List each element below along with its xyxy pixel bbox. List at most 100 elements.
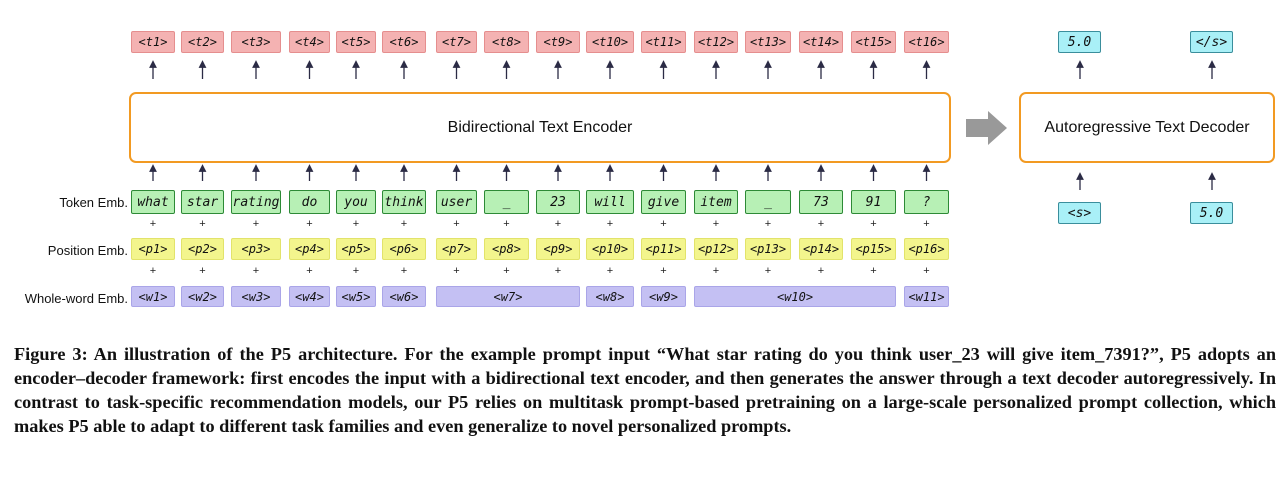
- position-embedding: <p5>: [336, 238, 376, 260]
- output-token: <t11>: [641, 31, 686, 53]
- token-emb-label: Token Emb.: [59, 195, 128, 210]
- position-embedding: <p15>: [851, 238, 896, 260]
- whole-word-embedding: <w5>: [336, 286, 376, 307]
- plus-sign: +: [923, 265, 930, 277]
- token-embedding: what: [131, 190, 175, 214]
- plus-sign: +: [352, 218, 360, 230]
- figure-caption: Figure 3: An illustration of the P5 arch…: [14, 344, 1276, 436]
- encoder-to-decoder-arrow: [966, 111, 1007, 145]
- position-embedding: <p8>: [484, 238, 529, 260]
- plus-sign: +: [199, 265, 206, 277]
- encoder-label: Bidirectional Text Encoder: [447, 118, 633, 136]
- whole-word-emb-label: Whole-word Emb.: [24, 291, 128, 306]
- whole-word-embedding: <w10>: [694, 286, 896, 307]
- token-embedding: user: [436, 190, 477, 214]
- decoder-label: Autoregressive Text Decoder: [1044, 118, 1250, 136]
- position-embedding: <p16>: [904, 238, 949, 260]
- output-token: <t4>: [289, 31, 330, 53]
- plus-sign: +: [923, 218, 930, 230]
- token-embedding: 91: [851, 190, 896, 214]
- plus-sign: +: [306, 218, 313, 230]
- position-emb-label: Position Emb.: [47, 243, 128, 258]
- output-token: <t15>: [851, 31, 896, 53]
- plus-sign: +: [764, 218, 772, 230]
- whole-word-embedding: <w7>: [436, 286, 580, 307]
- position-embedding: <p6>: [382, 238, 426, 260]
- plus-sign: +: [554, 265, 562, 277]
- output-token: <t9>: [536, 31, 580, 53]
- decoder-output-token: 5.0: [1058, 31, 1101, 53]
- token-embedding: do: [289, 190, 330, 214]
- output-token: <t13>: [745, 31, 791, 53]
- token-embedding: item: [694, 190, 738, 214]
- token-embedding: _: [745, 190, 791, 214]
- output-token: <t2>: [181, 31, 224, 53]
- position-embedding: <p3>: [231, 238, 281, 260]
- output-token: <t12>: [694, 31, 738, 53]
- token-embedding: rating: [231, 190, 281, 214]
- position-embedding: <p13>: [745, 238, 791, 260]
- output-token: <t5>: [336, 31, 376, 53]
- plus-sign: +: [712, 265, 720, 277]
- position-embedding: <p9>: [536, 238, 580, 260]
- token-embedding: ?: [904, 190, 949, 214]
- plus-sign: +: [453, 265, 460, 277]
- whole-word-embedding: <w1>: [131, 286, 175, 307]
- whole-word-embedding: <w8>: [586, 286, 634, 307]
- whole-word-embedding: <w11>: [904, 286, 949, 307]
- plus-sign: +: [252, 218, 260, 230]
- p5-architecture-diagram: Token Emb. Position Emb. Whole-word Emb.…: [24, 31, 1275, 307]
- whole-word-embedding: <w6>: [382, 286, 426, 307]
- plus-sign: +: [306, 265, 313, 277]
- position-embedding: <p14>: [799, 238, 843, 260]
- plus-sign: +: [400, 265, 408, 277]
- whole-word-embedding: <w9>: [641, 286, 686, 307]
- token-embedding: you: [336, 190, 376, 214]
- position-embedding: <p12>: [694, 238, 738, 260]
- plus-sign: +: [870, 265, 877, 277]
- output-token: <t1>: [131, 31, 175, 53]
- plus-sign: +: [606, 265, 614, 277]
- plus-sign: +: [764, 265, 772, 277]
- output-token: <t14>: [799, 31, 843, 53]
- position-embedding: <p4>: [289, 238, 330, 260]
- plus-sign: +: [503, 218, 510, 230]
- position-embedding: <p2>: [181, 238, 224, 260]
- bidirectional-text-encoder: Bidirectional Text Encoder: [129, 92, 951, 163]
- token-embedding: star: [181, 190, 224, 214]
- plus-sign: +: [660, 218, 667, 230]
- plus-sign: +: [199, 218, 206, 230]
- output-token: <t3>: [231, 31, 281, 53]
- whole-word-embedding: <w4>: [289, 286, 330, 307]
- token-embedding: _: [484, 190, 529, 214]
- whole-word-embedding: <w2>: [181, 286, 224, 307]
- autoregressive-text-decoder: Autoregressive Text Decoder: [1019, 92, 1275, 163]
- position-embedding: <p1>: [131, 238, 175, 260]
- plus-sign: +: [400, 218, 408, 230]
- output-token: <t7>: [436, 31, 477, 53]
- output-token: <t10>: [586, 31, 634, 53]
- arrow-layer: [149, 60, 1216, 190]
- output-token: <t16>: [904, 31, 949, 53]
- plus-sign: +: [870, 218, 877, 230]
- plus-sign: +: [712, 218, 720, 230]
- whole-word-embedding: <w3>: [231, 286, 281, 307]
- plus-sign: +: [352, 265, 360, 277]
- output-token: <t6>: [382, 31, 426, 53]
- plus-sign: +: [149, 265, 157, 277]
- position-embedding: <p10>: [586, 238, 634, 260]
- token-embedding: 23: [536, 190, 580, 214]
- token-embedding: will: [586, 190, 634, 214]
- token-embedding: give: [641, 190, 686, 214]
- decoder-input-token: 5.0: [1190, 202, 1233, 224]
- plus-sign: +: [660, 265, 667, 277]
- plus-sign: +: [817, 265, 825, 277]
- plus-sign: +: [252, 265, 260, 277]
- plus-sign: +: [606, 218, 614, 230]
- plus-sign: +: [503, 265, 510, 277]
- plus-sign: +: [149, 218, 157, 230]
- token-embedding: think: [382, 190, 426, 214]
- plus-sign: +: [554, 218, 562, 230]
- position-embedding: <p11>: [641, 238, 686, 260]
- token-embedding: 73: [799, 190, 843, 214]
